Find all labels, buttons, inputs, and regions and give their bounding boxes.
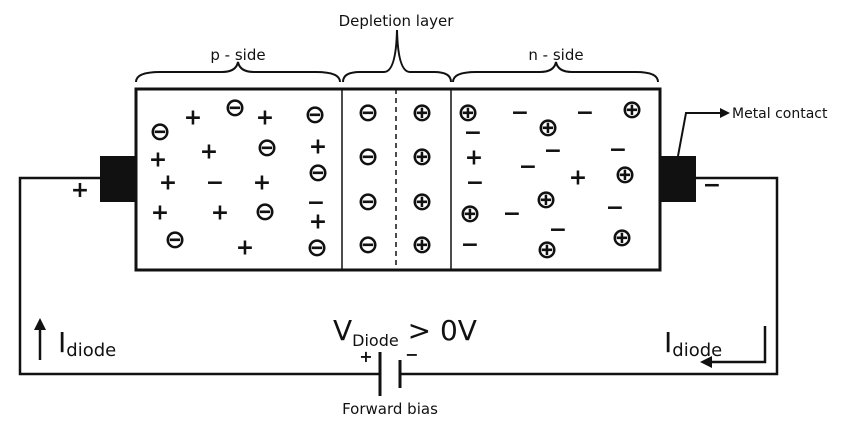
electron-minus: − — [544, 139, 562, 164]
right-current-label: Idiode — [664, 326, 722, 361]
electron-minus: − — [503, 202, 521, 227]
donor-ion-circled-plus: ⊕ — [537, 113, 559, 143]
hole-plus: + — [256, 106, 274, 131]
depletion-layer-label: Depletion layer — [339, 12, 455, 30]
electron-minus: − — [464, 121, 482, 146]
electron-minus: − — [576, 101, 594, 126]
hole-plus: + — [184, 106, 202, 131]
electron-minus: − — [461, 233, 479, 258]
electron-minus: − — [307, 191, 325, 216]
voltage-subscript: Diode — [352, 331, 399, 350]
acceptor-ion-circled-minus: ⊖ — [256, 133, 278, 163]
metal-contact-label: Metal contact — [732, 106, 828, 122]
electron-minus: − — [609, 138, 627, 163]
electron-minus: − — [511, 101, 529, 126]
acceptor-ion-circled-minus: ⊖ — [149, 117, 171, 147]
acceptor-ion-circled-minus: ⊖ — [357, 187, 379, 217]
hole-plus: + — [309, 210, 327, 235]
acceptor-ion-circled-minus: ⊖ — [224, 93, 246, 123]
electron-minus: − — [519, 155, 537, 180]
left-current-arrowhead — [34, 318, 46, 330]
donor-ion-circled-plus: ⊕ — [411, 230, 433, 260]
n-side-label: n - side — [528, 46, 583, 64]
battery-minus-sign: − — [405, 345, 418, 364]
hole-plus: + — [159, 171, 177, 196]
electron-minus: − — [206, 171, 224, 196]
hole-plus: + — [309, 135, 327, 160]
hole-plus: + — [569, 166, 587, 191]
acceptor-ion-circled-minus: ⊖ — [304, 100, 326, 130]
right-metal-contact — [660, 156, 696, 202]
n-side-brace — [452, 61, 659, 83]
right-current-symbol: I — [664, 326, 672, 359]
depletion-brace — [342, 29, 452, 83]
left-current-subscript: diode — [66, 340, 116, 361]
hole-plus: + — [236, 236, 254, 261]
left-terminal-sign: + — [71, 178, 89, 203]
donor-ion-circled-plus: ⊕ — [536, 235, 558, 265]
metal-contact-pointer — [677, 112, 722, 157]
acceptor-ion-circled-minus: ⊖ — [357, 230, 379, 260]
donor-ion-circled-plus: ⊕ — [411, 142, 433, 172]
voltage-condition: > 0V — [399, 314, 477, 347]
right-current-subscript: diode — [672, 340, 722, 361]
voltage-label: VDiode > 0V — [333, 314, 477, 350]
acceptor-ion-circled-minus: ⊖ — [164, 225, 186, 255]
acceptor-ion-circled-minus: ⊖ — [306, 233, 328, 263]
electron-minus: − — [549, 218, 567, 243]
donor-ion-circled-plus: ⊕ — [411, 98, 433, 128]
hole-plus: + — [200, 140, 218, 165]
hole-plus: + — [149, 148, 167, 173]
semiconductor-block — [134, 87, 662, 272]
p-side-label: p - side — [210, 46, 265, 64]
donor-ion-circled-plus: ⊕ — [459, 199, 481, 229]
hole-plus: + — [465, 146, 483, 171]
right-current-arrow — [708, 326, 767, 364]
donor-ion-circled-plus: ⊕ — [411, 187, 433, 217]
donor-ion-circled-plus: ⊕ — [614, 160, 636, 190]
charge-carriers: +⊖+⊖⊖+⊖++⊖+−+++⊖−+⊖+⊖⊖⊕⊖⊕⊖⊕⊖⊕⊕−⊕−⊕−−−+−+… — [149, 93, 643, 265]
donor-ion-circled-plus: ⊕ — [457, 98, 479, 128]
acceptor-ion-circled-minus: ⊖ — [307, 158, 329, 188]
acceptor-ion-circled-minus: ⊖ — [254, 197, 276, 227]
left-current-symbol: I — [58, 326, 66, 359]
donor-ion-circled-plus: ⊕ — [611, 223, 633, 253]
donor-ion-circled-plus: ⊕ — [535, 185, 557, 215]
hole-plus: + — [211, 201, 229, 226]
acceptor-ion-circled-minus: ⊖ — [357, 142, 379, 172]
left-metal-contact — [100, 156, 136, 202]
circuit-wire — [18, 176, 779, 376]
donor-ion-circled-plus: ⊕ — [621, 95, 643, 125]
voltage-symbol: V — [333, 314, 352, 347]
right-terminal-sign: − — [703, 173, 721, 198]
hole-plus: + — [151, 201, 169, 226]
forward-bias-label: Forward bias — [342, 400, 438, 418]
electron-minus: − — [466, 171, 484, 196]
right-current-arrowhead — [700, 356, 712, 368]
battery-plus-sign: + — [359, 347, 372, 366]
electron-minus: − — [606, 196, 624, 221]
acceptor-ion-circled-minus: ⊖ — [357, 98, 379, 128]
hole-plus: + — [253, 171, 271, 196]
p-side-brace — [135, 61, 341, 83]
left-current-label: Idiode — [58, 326, 116, 361]
metal-contact-arrowhead — [720, 108, 730, 118]
